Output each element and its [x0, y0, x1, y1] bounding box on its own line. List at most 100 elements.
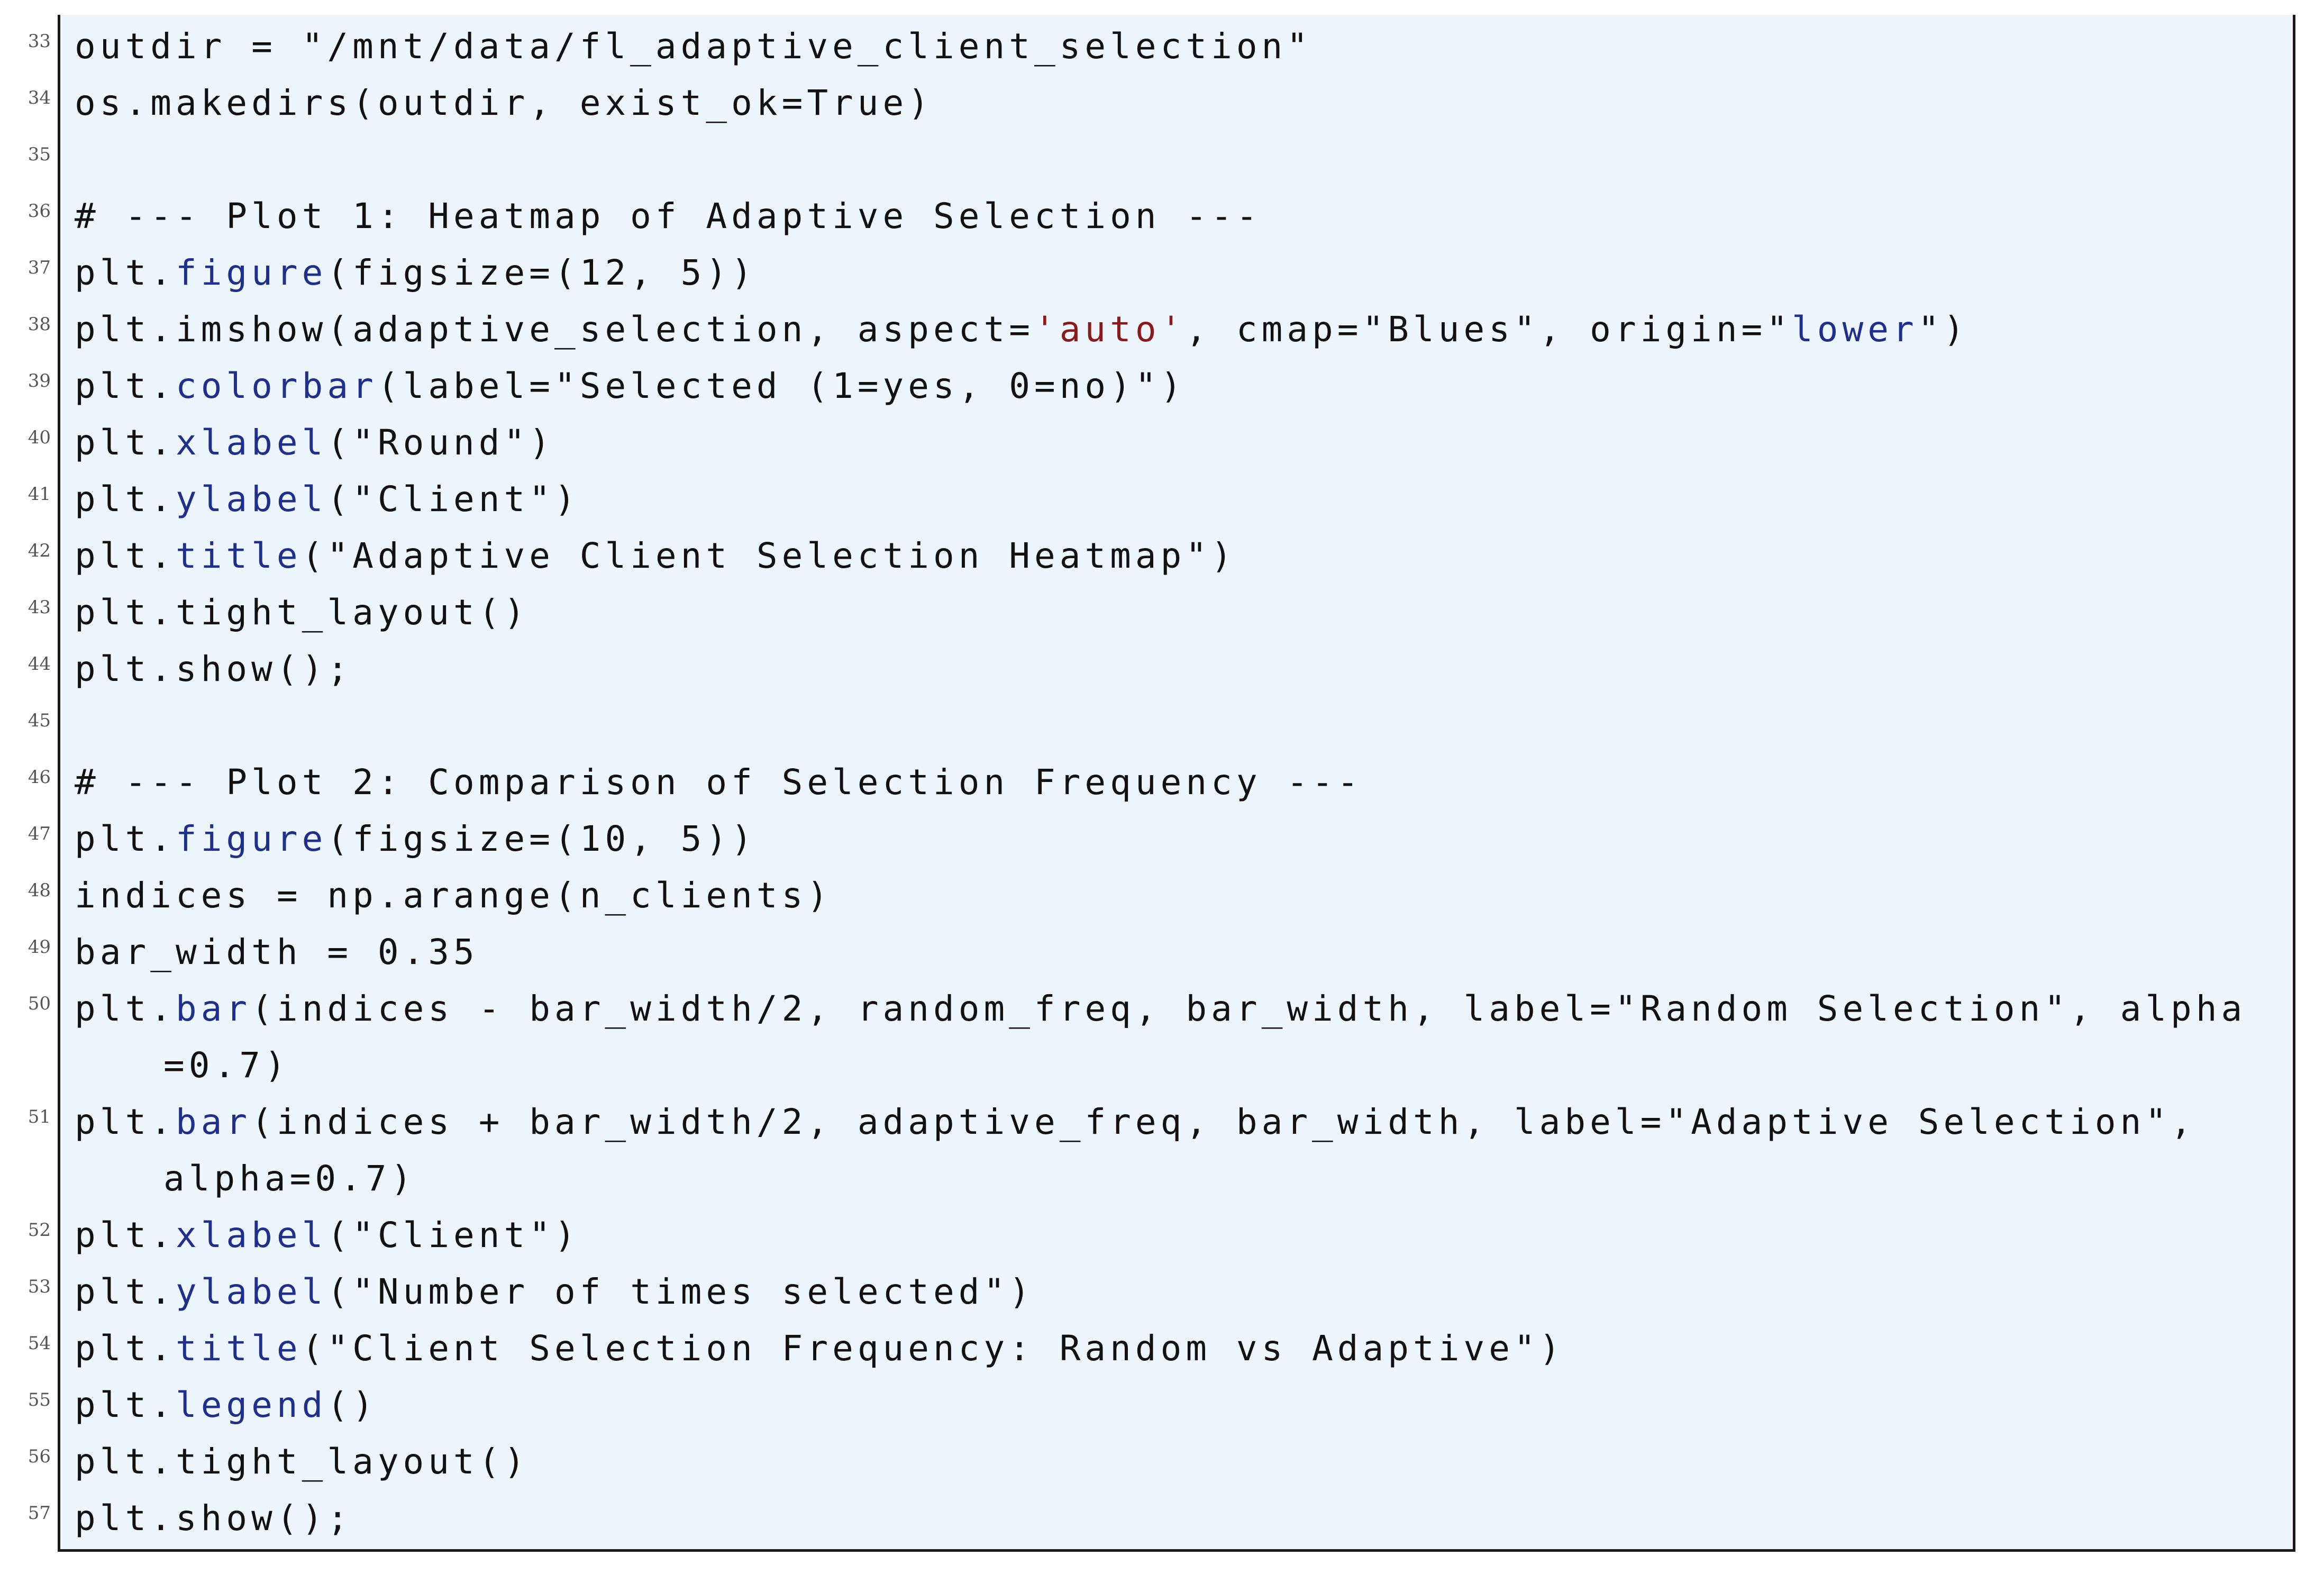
code-continuation: alpha=0.7) — [163, 1158, 416, 1199]
code-line: 35 — [0, 128, 2324, 185]
code-segment: , cmap="Blues", origin=" — [1186, 309, 1792, 350]
line-number: 39 — [28, 370, 51, 392]
code-segment: (indices + bar_width/2, adaptive_freq, b… — [251, 1102, 2196, 1142]
code-keyword: lower — [1792, 309, 1918, 350]
code-segment: plt.tight_layout() — [75, 592, 530, 633]
code-comment: # --- Plot 2: Comparison of Selection Fr… — [75, 762, 1363, 803]
code-line: 57 plt.show(); — [0, 1487, 2324, 1543]
line-number: 47 — [28, 823, 51, 844]
code-segment: ("Number of times selected") — [327, 1271, 1034, 1312]
line-number: 51 — [28, 1106, 51, 1127]
code-keyword: figure — [175, 252, 327, 293]
code-segment: os.makedirs(outdir, exist_ok=True) — [75, 83, 934, 123]
code-text: plt.ylabel("Client") — [75, 471, 2270, 527]
code-segment: (indices - bar_width/2, random_freq, bar… — [251, 988, 2247, 1029]
code-text: plt.colorbar(label="Selected (1=yes, 0=n… — [75, 358, 2270, 414]
code-keyword: legend — [175, 1385, 327, 1425]
code-text: plt.xlabel("Client") — [75, 1207, 2270, 1263]
code-line: 41 plt.ylabel("Client") — [0, 468, 2324, 524]
code-segment: () — [327, 1385, 378, 1425]
code-keyword: colorbar — [175, 366, 378, 406]
code-keyword: title — [175, 1328, 302, 1369]
code-line: 49 bar_width = 0.35 — [0, 921, 2324, 977]
code-line: 33 outdir = "/mnt/data/fl_adaptive_clien… — [0, 15, 2324, 71]
code-segment: plt. — [75, 1328, 176, 1369]
code-line: 55 plt.legend() — [0, 1373, 2324, 1430]
code-segment: bar_width = 0.35 — [75, 932, 479, 972]
code-line: 36 # --- Plot 1: Heatmap of Adaptive Sel… — [0, 185, 2324, 241]
code-segment: plt. — [75, 422, 176, 463]
line-number: 37 — [28, 257, 51, 278]
line-number: 57 — [28, 1503, 51, 1524]
code-keyword: xlabel — [175, 422, 327, 463]
code-line: 40 plt.xlabel("Round") — [0, 411, 2324, 468]
code-line: 56 plt.tight_layout() — [0, 1430, 2324, 1487]
code-segment: plt. — [75, 988, 176, 1029]
code-line: 50 plt.bar(indices - bar_width/2, random… — [0, 977, 2324, 1090]
code-keyword: figure — [175, 818, 327, 859]
code-text: # --- Plot 2: Comparison of Selection Fr… — [75, 754, 2270, 811]
code-segment: plt.show(); — [75, 649, 353, 689]
line-number: 55 — [28, 1389, 51, 1411]
code-text: os.makedirs(outdir, exist_ok=True) — [75, 75, 2270, 131]
line-number: 56 — [28, 1446, 51, 1467]
code-segment: ("Client Selection Frequency: Random vs … — [302, 1328, 1565, 1369]
code-segment: plt. — [75, 1271, 176, 1312]
code-segment: plt. — [75, 252, 176, 293]
line-number: 45 — [28, 710, 51, 731]
code-segment: indices = np.arange(n_clients) — [75, 875, 833, 916]
code-text: plt.bar(indices + bar_width/2, adaptive_… — [75, 1094, 2270, 1207]
code-text: plt.title("Adaptive Client Selection Hea… — [75, 527, 2270, 584]
line-number: 52 — [28, 1220, 51, 1241]
code-comment: # --- Plot 1: Heatmap of Adaptive Select… — [75, 196, 1262, 236]
code-text: plt.show(); — [75, 641, 2270, 697]
code-text: plt.show(); — [75, 1490, 2270, 1546]
line-number: 35 — [28, 144, 51, 165]
code-text: plt.tight_layout() — [75, 584, 2270, 641]
code-text: plt.figure(figsize=(10, 5)) — [75, 811, 2270, 867]
code-line: 47 plt.figure(figsize=(10, 5)) — [0, 807, 2324, 864]
code-segment: plt. — [75, 818, 176, 859]
code-text: bar_width = 0.35 — [75, 924, 2270, 980]
code-segment: plt. — [75, 479, 176, 520]
code-segment: (figsize=(12, 5)) — [327, 252, 757, 293]
code-text: plt.title("Client Selection Frequency: R… — [75, 1320, 2270, 1377]
code-text: indices = np.arange(n_clients) — [75, 867, 2270, 924]
code-line: 38 plt.imshow(adaptive_selection, aspect… — [0, 298, 2324, 354]
code-lines: 33 outdir = "/mnt/data/fl_adaptive_clien… — [0, 15, 2324, 1543]
code-line: 37 plt.figure(figsize=(12, 5)) — [0, 241, 2324, 298]
code-line: 43 plt.tight_layout() — [0, 581, 2324, 638]
code-segment: (label="Selected (1=yes, 0=no)") — [377, 366, 1186, 406]
code-segment: plt. — [75, 1385, 176, 1425]
line-number: 44 — [28, 653, 51, 675]
code-keyword: ylabel — [175, 479, 327, 520]
code-keyword: bar — [175, 988, 252, 1029]
code-segment: plt.tight_layout() — [75, 1441, 530, 1482]
code-line: 39 plt.colorbar(label="Selected (1=yes, … — [0, 354, 2324, 411]
code-text: outdir = "/mnt/data/fl_adaptive_client_s… — [75, 18, 2270, 75]
code-line: 54 plt.title("Client Selection Frequency… — [0, 1317, 2324, 1373]
line-number: 40 — [28, 427, 51, 448]
line-number: 33 — [28, 31, 51, 52]
code-text: plt.legend() — [75, 1377, 2270, 1433]
line-number: 54 — [28, 1333, 51, 1354]
code-text: # --- Plot 1: Heatmap of Adaptive Select… — [75, 188, 2270, 244]
line-number: 41 — [28, 484, 51, 505]
code-text: plt.tight_layout() — [75, 1433, 2270, 1490]
line-number: 38 — [28, 314, 51, 335]
code-text: plt.bar(indices - bar_width/2, random_fr… — [75, 980, 2270, 1094]
line-number: 53 — [28, 1276, 51, 1297]
code-keyword: bar — [175, 1102, 252, 1142]
code-line: 45 — [0, 694, 2324, 751]
code-segment: plt. — [75, 535, 176, 576]
code-keyword: xlabel — [175, 1215, 327, 1255]
code-line: 42 plt.title("Adaptive Client Selection … — [0, 524, 2324, 581]
code-keyword: title — [175, 535, 302, 576]
code-segment: ") — [1918, 309, 1969, 350]
code-segment: ("Adaptive Client Selection Heatmap") — [302, 535, 1236, 576]
line-number: 42 — [28, 540, 51, 561]
code-segment: plt. — [75, 1215, 176, 1255]
line-number: 50 — [28, 993, 51, 1014]
code-text: plt.figure(figsize=(12, 5)) — [75, 244, 2270, 301]
code-text: plt.imshow(adaptive_selection, aspect='a… — [75, 301, 2270, 358]
